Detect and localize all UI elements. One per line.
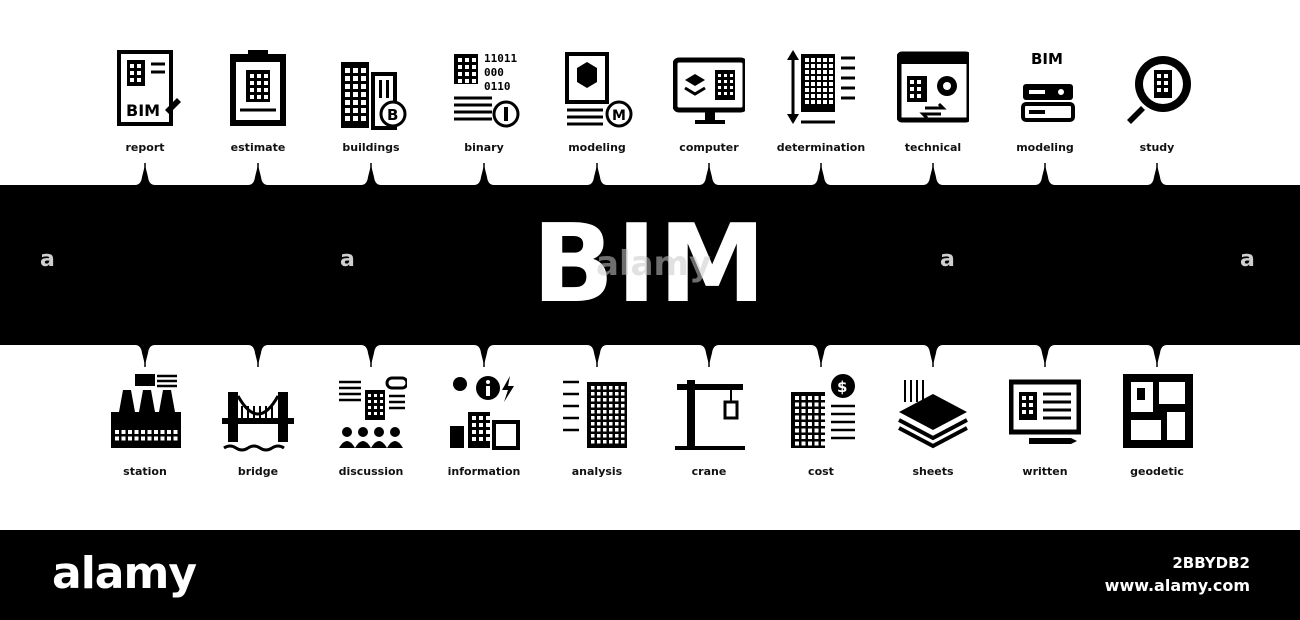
icon-label: bridge	[237, 465, 279, 478]
icon-label: geodetic	[1130, 465, 1184, 478]
information-icon	[450, 376, 520, 450]
layered-sheets-icon	[898, 380, 968, 449]
3d-modeling-icon: M	[565, 52, 633, 128]
magnifier-study-icon	[1127, 56, 1191, 124]
icon-label: computer	[679, 141, 739, 154]
report-document-icon: BIM	[117, 50, 181, 126]
footer-brand[interactable]: alamy	[52, 548, 197, 599]
icon-label: determination	[776, 141, 866, 154]
written-document-icon	[1009, 379, 1081, 444]
icon-label: station	[123, 465, 167, 478]
svg-text:0110: 0110	[484, 80, 511, 93]
watermark-glyph: a	[40, 247, 55, 272]
bridge-icon	[222, 392, 294, 452]
svg-text:B: B	[387, 106, 398, 124]
footer-image-id: 2BBYDB2	[1172, 554, 1250, 572]
icon-label: buildings	[342, 141, 400, 154]
icon-label: report	[125, 141, 165, 154]
watermark-glyph: a	[1240, 247, 1255, 272]
size-determination-icon	[787, 50, 855, 124]
power-station-icon	[111, 374, 181, 448]
discussion-group-icon	[339, 376, 407, 448]
estimate-clipboard-icon	[230, 50, 286, 126]
svg-text:000: 000	[484, 66, 504, 79]
technical-settings-icon	[897, 51, 969, 123]
banner-title: BIM	[532, 202, 768, 327]
icon-label: technical	[904, 141, 962, 154]
svg-text:BIM: BIM	[1031, 50, 1063, 68]
analysis-icon	[563, 380, 627, 448]
icon-label: study	[1139, 141, 1175, 154]
icon-label: modeling	[1016, 141, 1074, 154]
icon-label: analysis	[571, 465, 623, 478]
watermark-glyph: a	[940, 247, 955, 272]
crane-icon	[675, 380, 745, 450]
svg-text:BIM: BIM	[126, 101, 160, 120]
footer-site-link[interactable]: www.alamy.com	[1104, 576, 1250, 595]
geodetic-plan-icon	[1123, 374, 1193, 448]
icon-label: estimate	[230, 141, 286, 154]
svg-text:M: M	[612, 108, 626, 124]
svg-text:$: $	[837, 378, 847, 396]
center-watermark: alamy	[596, 244, 712, 284]
icon-label: discussion	[338, 465, 404, 478]
footer-bar	[0, 530, 1300, 620]
icon-label: binary	[464, 141, 504, 154]
computer-monitor-icon	[673, 57, 745, 124]
icon-label: modeling	[568, 141, 626, 154]
icon-label: written	[1022, 465, 1068, 478]
icon-label: information	[447, 465, 521, 478]
cost-dollar-icon: $	[791, 374, 855, 448]
icon-label: crane	[691, 465, 727, 478]
icon-label: sheets	[912, 465, 954, 478]
buildings-icon: B	[341, 62, 407, 130]
server-modeling-icon: BIM	[1011, 50, 1080, 122]
watermark-glyph: a	[340, 247, 355, 272]
svg-text:11011: 11011	[484, 52, 517, 65]
icon-label: cost	[808, 465, 834, 478]
